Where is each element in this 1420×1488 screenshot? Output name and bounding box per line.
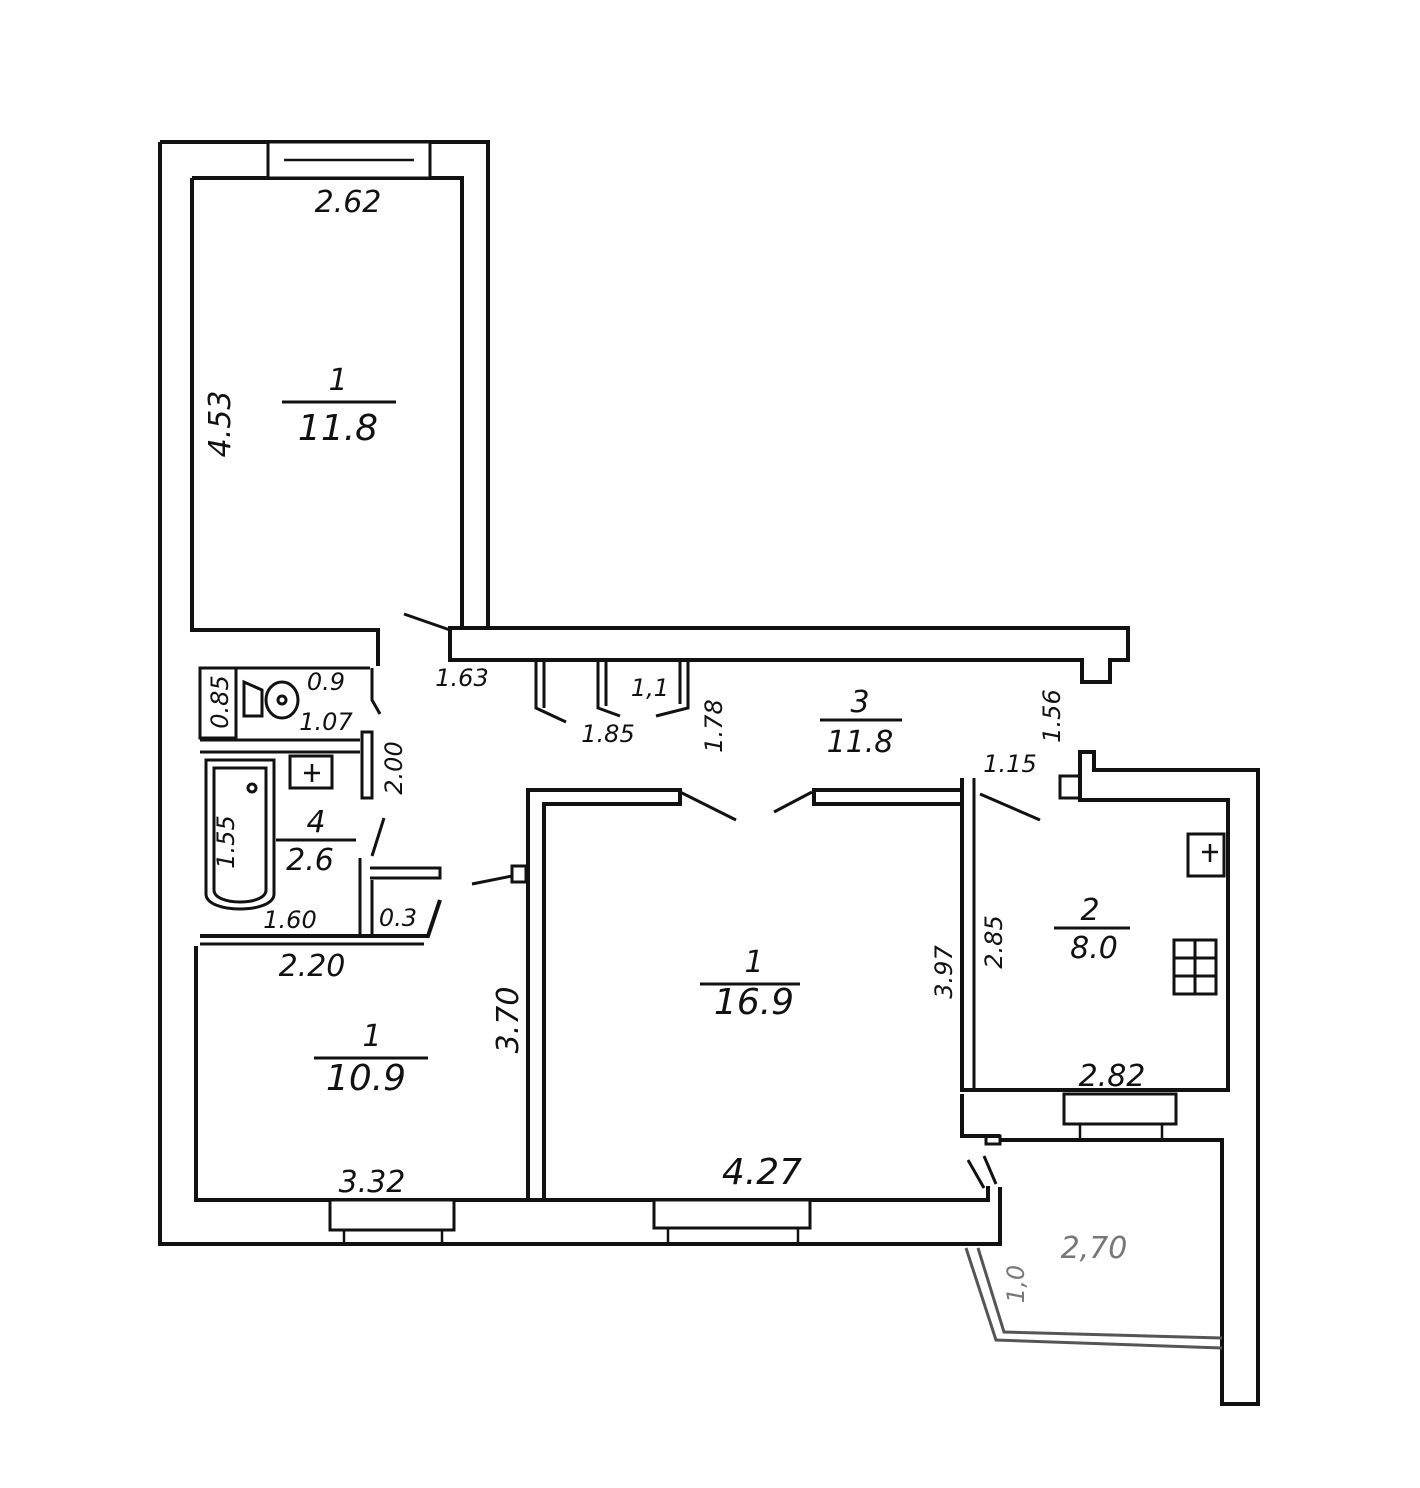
dim-label: 4.27 [722, 1152, 802, 1193]
dim-label: 0.3 [379, 904, 417, 932]
bottom-windows [328, 1198, 812, 1244]
room-number: 4 [306, 805, 325, 840]
room-number: 3 [850, 685, 869, 720]
room-number: 1 [744, 945, 763, 980]
dim-label: 0.9 [307, 668, 345, 696]
room-area: 10.9 [326, 1058, 406, 1099]
dim-label: 1.78 [700, 699, 728, 752]
room-area: 8.0 [1070, 931, 1118, 966]
dim-label: 2.00 [380, 741, 408, 794]
dim-label: 2.20 [279, 949, 346, 984]
dim-label: 0.85 [206, 675, 234, 728]
window-bottom-left [328, 1198, 456, 1232]
room-number: 1 [362, 1019, 381, 1054]
window-bottom-center [652, 1198, 812, 1230]
room-number: 1 [328, 363, 347, 398]
dim-label: 1.63 [435, 664, 488, 692]
balcony [964, 1155, 1223, 1350]
dim-label: 1.85 [581, 720, 634, 748]
dim-label: 2,70 [1061, 1231, 1128, 1266]
dim-label: 1.60 [263, 906, 316, 934]
dim-label: 3.70 [491, 987, 526, 1054]
room-area: 11.8 [827, 725, 894, 760]
kitchen-walls [960, 750, 1260, 1406]
dim-label: 3.97 [930, 945, 958, 999]
room-area: 16.9 [714, 982, 794, 1023]
exterior-walls [158, 140, 1002, 1246]
corridor-wall [403, 612, 1130, 684]
dim-label: 1,0 [1002, 1265, 1030, 1303]
dim-label: 4.53 [203, 391, 238, 458]
dim-label: 1,1 [631, 674, 669, 702]
room-number: 2 [1080, 893, 1099, 928]
dim-label: 2.62 [315, 185, 382, 220]
dim-label: 1.56 [1038, 689, 1066, 742]
room-area: 11.8 [298, 408, 378, 449]
dim-label: 1.07 [299, 708, 353, 736]
dim-label: 3.32 [339, 1165, 406, 1200]
closets [534, 660, 690, 724]
room-area: 2.6 [286, 843, 334, 878]
sanitary-block [198, 666, 442, 946]
dim-label: 2.85 [980, 915, 1008, 968]
dim-label: 2.82 [1079, 1059, 1146, 1094]
dim-label: 1.55 [212, 815, 240, 868]
dim-label: 1.15 [983, 750, 1036, 778]
